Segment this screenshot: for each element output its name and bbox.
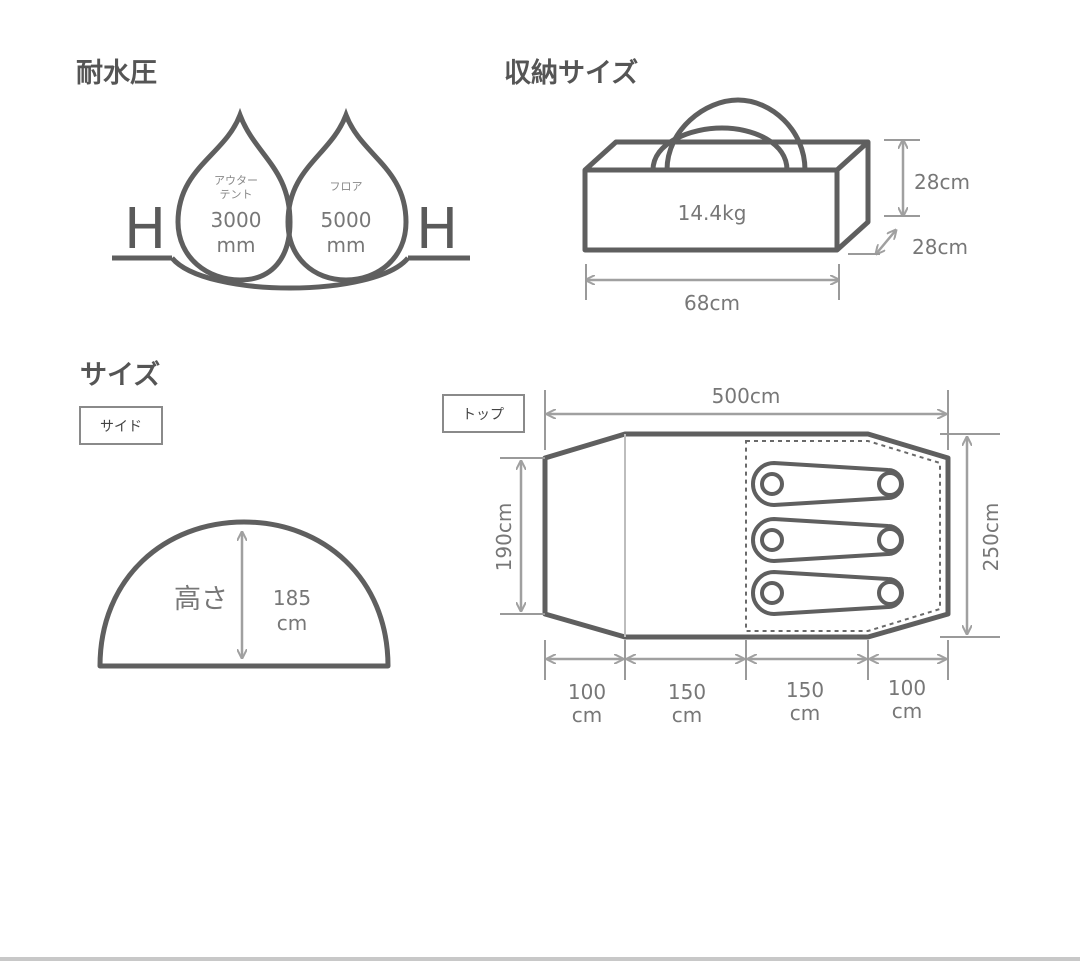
waterproof-title: 耐水圧 [76, 58, 157, 89]
sleeping-bag-3-foot-icon [877, 580, 903, 606]
segment-1-value: 100 [568, 680, 606, 704]
floor-unit: mm [327, 233, 366, 257]
sleeping-bag-2 [751, 516, 904, 564]
inner-width-label: 190cm [492, 503, 516, 572]
bag-depth-arrow [876, 230, 896, 254]
segment-3-value: 150 [786, 678, 824, 702]
segment-3-unit: cm [790, 701, 820, 725]
tent-height-unit: cm [277, 611, 307, 635]
size-title: サイズ [80, 359, 160, 391]
tent-side-silhouette [97, 519, 391, 669]
top-view-tag [442, 394, 525, 433]
outer-tent-label-1: アウター [214, 174, 258, 187]
segment-2-value: 150 [668, 680, 706, 704]
segment-1-unit: cm [572, 703, 602, 727]
segment-4-unit: cm [892, 699, 922, 723]
storage-title: 収納サイズ [504, 57, 638, 89]
outer-width-label: 250cm [979, 503, 1003, 572]
storage-bag-illustration: 14.4kg [582, 97, 871, 253]
bag-depth-label: 28cm [912, 235, 968, 259]
bag-handle-front [650, 125, 790, 171]
outer-tent-unit: mm [217, 233, 256, 257]
tent-top-plan [542, 431, 951, 640]
sleeping-bag-3-head-icon [760, 581, 784, 605]
segment-4-value: 100 [888, 676, 926, 700]
sleeping-bag-1 [751, 460, 904, 508]
pressure-h-left: H [124, 197, 166, 262]
tent-height-value: 185 [273, 586, 311, 610]
total-length-label: 500cm [712, 384, 781, 408]
sleeping-bag-3 [751, 569, 904, 617]
sleeping-bag-2-foot-icon [877, 527, 903, 553]
floor-drop-icon [285, 107, 409, 283]
bag-outline [582, 139, 871, 253]
side-view-tag [79, 406, 163, 445]
bottom-divider [0, 957, 1080, 961]
ground-curve [170, 256, 410, 291]
floor-label: フロア [330, 180, 363, 193]
sleeping-bag-1-head-icon [760, 472, 784, 496]
sleeping-bag-1-foot-icon [877, 471, 903, 497]
tent-top-outline [542, 431, 951, 640]
pressure-h-right: H [416, 197, 458, 262]
floor-value: 5000 [321, 208, 372, 232]
bag-edges [585, 140, 870, 250]
outer-tent-drop-icon [175, 107, 293, 283]
bag-width-label: 68cm [684, 291, 740, 315]
top-view-tag-label: トップ [462, 407, 504, 423]
tent-height-label: 高さ [174, 584, 228, 615]
bag-weight: 14.4kg [678, 201, 747, 225]
outer-tent-value: 3000 [211, 208, 262, 232]
bag-height-label: 28cm [914, 170, 970, 194]
inner-tent-dashed-outline [745, 440, 941, 632]
sleeping-bag-2-head-icon [760, 528, 784, 552]
segment-2-unit: cm [672, 703, 702, 727]
waterproof-illustration: H H アウター テント 3000 mm フロア 5000 mm [112, 107, 470, 291]
outer-tent-label-2: テント [220, 188, 253, 201]
side-view-tag-label: サイド [100, 419, 142, 435]
